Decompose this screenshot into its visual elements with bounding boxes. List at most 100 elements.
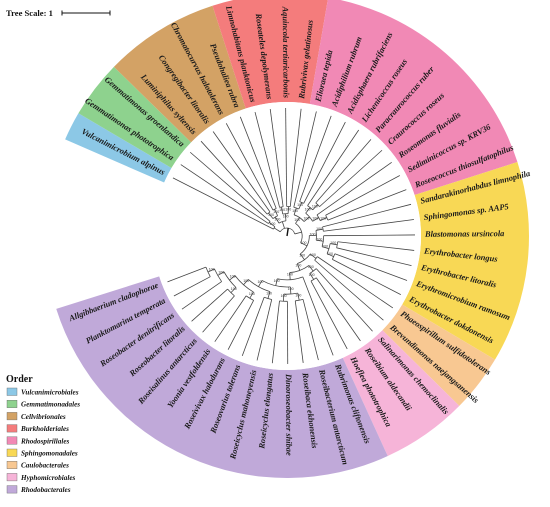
branch [289,108,302,207]
branch [322,203,412,228]
branch [229,275,236,281]
legend-label: Caulobacterales [21,462,69,470]
branch [256,299,273,361]
bootstrap-value: 100 [279,208,285,212]
bootstrap-value: 100 [274,279,280,283]
branch [312,217,319,222]
order-legend: Order VulcanimicrobialesGemmatimonadales… [6,374,80,494]
branch-arc [293,214,305,222]
legend-label: Hyphomicrobiales [20,474,76,482]
branch [189,151,271,222]
branch [300,242,308,247]
bootstrap-value: 100 [327,252,333,256]
branch [293,111,317,208]
branch [167,266,207,283]
bootstrap-value: 100 [316,227,322,231]
branch [249,291,254,299]
branch-arc [297,253,311,265]
bootstrap-value: 100 [266,292,272,296]
branch [293,207,297,215]
branch [294,231,302,235]
branch-arc [309,268,317,274]
branch-arc [266,211,271,215]
bootstrap-value: 100 [309,232,315,236]
bootstrap-value: 100 [300,241,306,245]
branch [212,131,271,213]
branch-arc [293,206,300,210]
tree-scale: Tree Scale: 1 [6,8,111,18]
legend-swatch [6,387,18,396]
bootstrap-value: 100 [309,273,315,277]
bootstrap-value: 100 [249,292,255,296]
branch [336,247,412,267]
branch-arc [336,241,339,248]
bootstrap-value: 100 [305,208,311,212]
bootstrap-value: 100 [310,253,316,257]
legend-swatch [6,461,18,469]
order-sector [78,66,192,169]
branch [307,129,360,206]
bootstrap-value: 100 [312,217,318,221]
branch [325,175,400,216]
branch-arc [326,243,331,254]
branch [280,206,284,215]
taxon-label: Dinoroseobacter shibae [284,373,293,456]
branch [273,227,281,233]
bootstrap-value: 100 [312,205,318,209]
branch [225,123,274,211]
branch [316,162,392,216]
branch-arc [214,268,222,282]
order-sector [212,0,328,109]
bootstrap-value: 100 [218,270,224,274]
order-sector [402,162,529,360]
bootstrap-value: 100 [297,203,303,207]
branch [217,271,225,276]
branch-arc [279,206,284,208]
branch [285,213,287,221]
bootstrap-value: 100 [283,215,289,219]
branch [243,279,249,286]
branch [254,111,281,208]
legend-label: Cellvibrionales [21,413,66,421]
branch [239,116,277,209]
branch [191,288,228,322]
branch [323,234,415,237]
bootstrap-value: 100 [269,222,275,226]
branch [305,207,311,214]
order-sector [56,276,388,478]
tree-branches [167,108,415,365]
bootstrap-value: 100 [294,218,300,222]
order-sector [342,330,460,457]
bootstrap-value: 100 [316,238,322,242]
branch [285,108,288,207]
branch [315,268,373,332]
legend-label: Burkholderiales [20,425,69,433]
branch [289,272,291,280]
bootstrap-value: 100 [308,265,314,269]
branch [315,139,372,204]
branch [337,241,415,251]
legend-swatch [6,424,18,433]
branch [295,217,300,224]
branch-arc [273,226,276,230]
legend-items: VulcanimicrobialesGemmatimonadalesCellvi… [6,387,80,494]
branch [312,204,318,211]
taxon-label: Aquincola tertiaricarbonis [281,6,291,99]
branch [308,265,314,272]
branch [200,140,268,215]
bootstrap-value: 100 [268,213,274,217]
bootstrap-value: 100 [295,293,301,297]
branch [267,291,271,299]
branch-arc [268,221,271,224]
branch [332,259,401,295]
branch-arc [272,208,277,211]
bootstrap-value: 100 [285,208,291,212]
branch [309,273,315,280]
branch [321,246,330,250]
root-branch [286,227,289,237]
branch [230,287,237,293]
bootstrap-value: 100 [257,280,263,284]
branch [173,276,211,297]
